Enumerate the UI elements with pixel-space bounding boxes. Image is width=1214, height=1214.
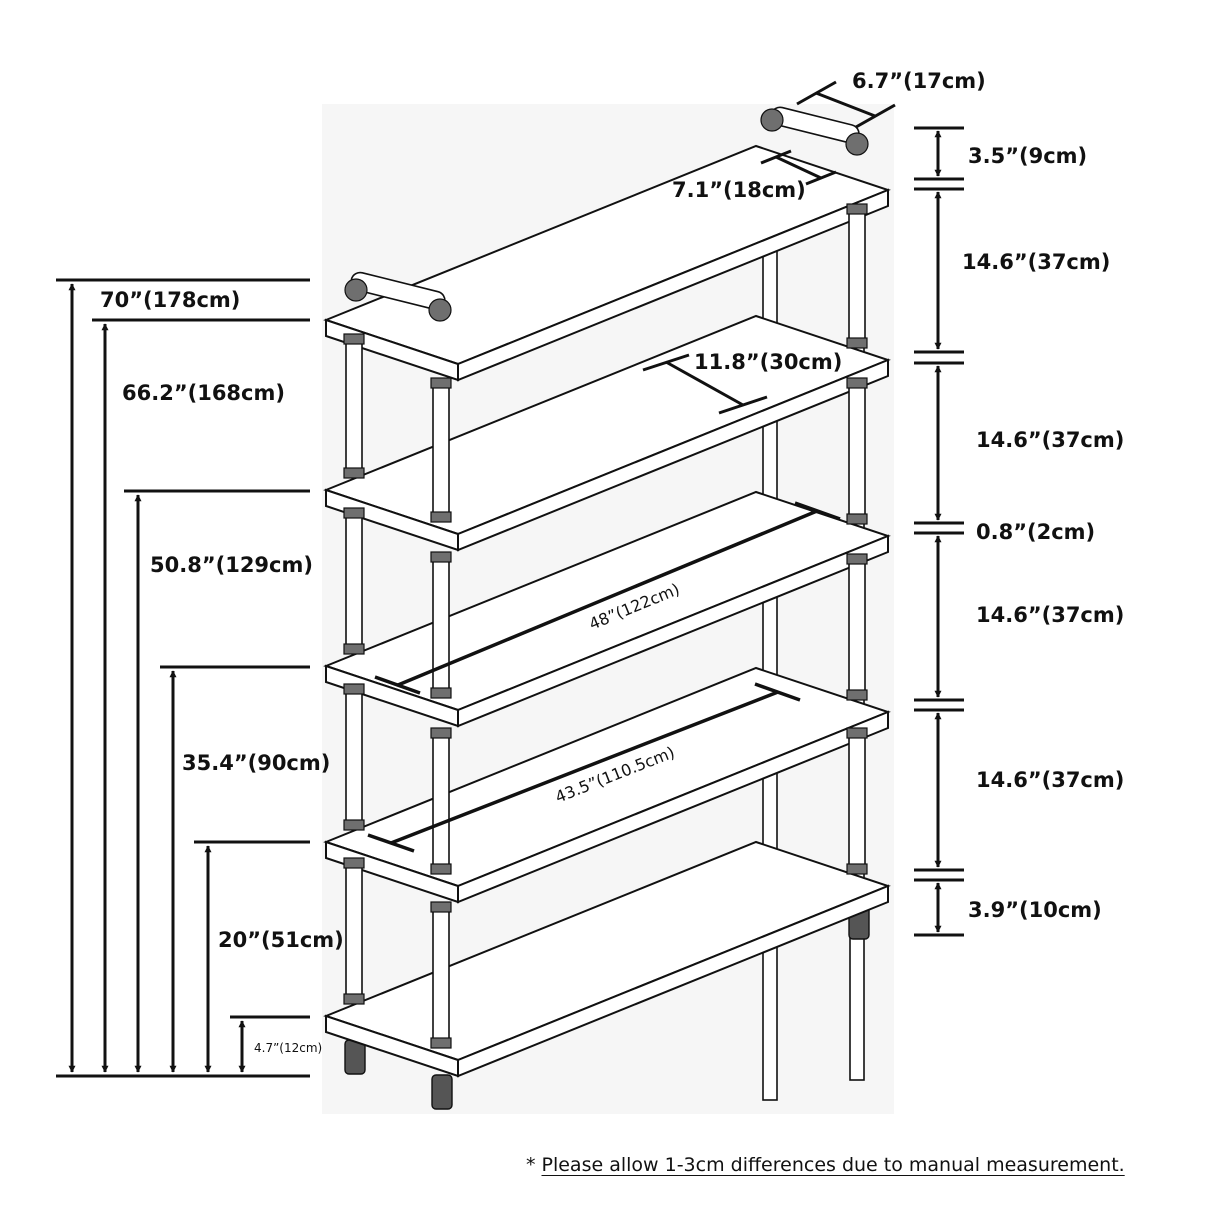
- shelf-side: [325, 1014, 459, 1078]
- foot-height-label: 3.9”(10cm): [968, 898, 1102, 922]
- pipe-flange: [343, 333, 365, 345]
- pipe-flange: [846, 377, 868, 389]
- front-post: [432, 379, 450, 521]
- top-dimensions: 6.7”(17cm) 7.1”(18cm): [672, 69, 986, 202]
- front-post: [345, 859, 363, 1003]
- shelf-thickness-label: 0.8”(2cm): [976, 520, 1095, 544]
- right-dimensions: 3.5”(9cm) 14.6”(37cm) 14.6”(37cm) 0.8”(2…: [914, 126, 1124, 937]
- front-post: [432, 553, 450, 697]
- pipe-flange: [430, 727, 452, 739]
- pipe-flange: [846, 553, 868, 565]
- pipe-flange: [343, 857, 365, 869]
- pipe-flange: [430, 551, 452, 563]
- pipe-flange: [846, 689, 868, 701]
- height-shelf-4-label: 50.8”(129cm): [150, 553, 313, 577]
- height-shelf-3-label: 35.4”(90cm): [182, 751, 330, 775]
- measurement-note: *Please allow 1-3cm differences due to m…: [526, 1154, 1186, 1176]
- elbow-joint: [344, 278, 368, 302]
- elbow-joint: [760, 108, 784, 132]
- shelf-gap-3-label: 14.6”(37cm): [976, 603, 1124, 627]
- note-asterisk: *: [526, 1154, 536, 1176]
- pipe-flange: [846, 727, 868, 739]
- pipe-flange: [343, 683, 365, 695]
- shelf-gap-1-label: 14.6”(37cm): [962, 250, 1110, 274]
- foot: [344, 1039, 366, 1075]
- shelf-depth-label: 11.8”(30cm): [694, 350, 842, 374]
- front-post: [848, 379, 866, 523]
- pipe-flange: [846, 203, 868, 215]
- total-height-label: 70”(178cm): [100, 288, 240, 312]
- pipe-flange: [430, 1037, 452, 1049]
- shelf-gap-4-label: 14.6”(37cm): [976, 768, 1124, 792]
- shelf-side: [325, 664, 459, 728]
- pipe-flange: [343, 507, 365, 519]
- front-post: [432, 729, 450, 873]
- height-shelf-2-label: 20”(51cm): [218, 928, 344, 952]
- shelf-side: [325, 840, 459, 904]
- height-shelf-1-label: 4.7”(12cm): [254, 1041, 322, 1055]
- pipe-flange: [430, 863, 452, 875]
- shelving-unit: [323, 106, 891, 1110]
- pipe-flange: [430, 511, 452, 523]
- elbow-joint: [845, 132, 869, 156]
- height-shelf-5-label: 66.2”(168cm): [122, 381, 285, 405]
- pipe-flange: [846, 863, 868, 875]
- pipe-flange: [846, 513, 868, 525]
- elbow-joint: [428, 298, 452, 322]
- pipe-flange: [430, 901, 452, 913]
- shelf-gap-2-label: 14.6”(37cm): [976, 428, 1124, 452]
- front-post: [345, 335, 363, 477]
- pipe-flange: [343, 819, 365, 831]
- shelf-side: [325, 488, 459, 552]
- front-post: [345, 685, 363, 829]
- top-rail-height-label: 3.5”(9cm): [968, 144, 1087, 168]
- shelf-depth-dimension: 11.8”(30cm): [642, 350, 842, 415]
- front-post: [848, 729, 866, 873]
- top-rail-depth-label: 7.1”(18cm): [672, 178, 806, 202]
- foot: [431, 1074, 453, 1110]
- pipe-flange: [846, 337, 868, 349]
- front-post: [848, 205, 866, 347]
- left-dimensions: 70”(178cm) 66.2”(168cm) 50.8”(129cm) 35.…: [56, 278, 344, 1078]
- pipe-flange: [343, 993, 365, 1005]
- front-post: [432, 903, 450, 1047]
- front-post: [848, 555, 866, 699]
- pipe-flange: [430, 377, 452, 389]
- top-depth-label: 6.7”(17cm): [852, 69, 986, 93]
- front-post: [345, 509, 363, 653]
- note-text: Please allow 1-3cm differences due to ma…: [541, 1154, 1125, 1176]
- pipe-flange: [343, 467, 365, 479]
- pipe-flange: [430, 687, 452, 699]
- pipe-flange: [343, 643, 365, 655]
